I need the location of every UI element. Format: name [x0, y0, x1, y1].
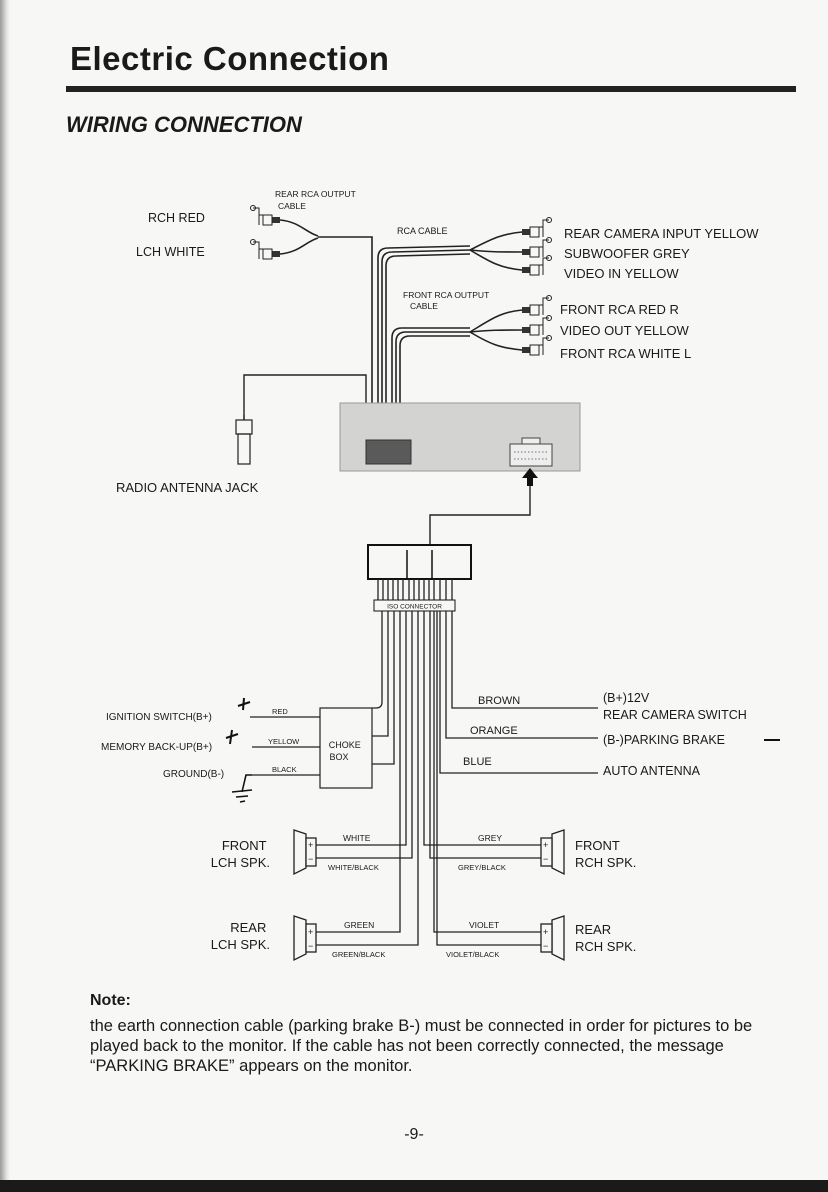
video-out-plug: [521, 315, 552, 336]
rear-camera-switch-label: REAR CAMERA SWITCH: [603, 708, 747, 722]
page-bottom-edge: [0, 1180, 828, 1192]
rear-camera-input-label: REAR CAMERA INPUT YELLOW: [564, 226, 759, 241]
wire-white-label: WHITE: [343, 833, 371, 843]
video-in-plug: [521, 255, 552, 276]
rear-rch-spk-label: REAR RCH SPK.: [575, 922, 636, 954]
b-plus-12v-label: (B+)12V: [603, 691, 650, 705]
iso-socket-icon: [509, 437, 553, 467]
plus-icon: [225, 729, 239, 745]
video-in-label: VIDEO IN YELLOW: [564, 266, 679, 281]
radio-antenna-jack-label: RADIO ANTENNA JACK: [116, 480, 259, 495]
lch-white-plug: [250, 239, 281, 260]
iso-connector: [367, 544, 472, 612]
svg-text:−: −: [308, 854, 313, 864]
plus-icon: [237, 697, 251, 711]
speaker-icon: [540, 829, 565, 876]
svg-text:+: +: [308, 927, 313, 937]
front-rca-white-label: FRONT RCA WHITE L: [560, 346, 691, 361]
rear-output-cable-label: REAR RCA OUTPUT CABLE: [275, 189, 358, 211]
rca-wiring: [243, 219, 531, 545]
front-rch-spk-label: FRONT RCH SPK.: [575, 838, 636, 870]
svg-text:−: −: [543, 941, 548, 951]
wire-green-black-label: GREEN/BLACK: [332, 950, 385, 959]
wire-black-label: BLACK: [272, 765, 297, 774]
rch-red-label: RCH RED: [148, 211, 205, 225]
svg-text:−: −: [543, 854, 548, 864]
wire-violet-label: VIOLET: [469, 920, 499, 930]
lch-white-label: LCH WHITE: [136, 245, 205, 259]
ground-icon: [231, 774, 253, 803]
polarity-marks: + − + − + − + −: [308, 840, 548, 951]
svg-text:+: +: [543, 927, 548, 937]
auto-antenna-label: AUTO ANTENNA: [603, 764, 701, 778]
wire-brown-label: BROWN: [478, 695, 520, 707]
front-rca-red-plug: [521, 295, 552, 316]
rear-lch-spk-label: REAR LCH SPK.: [211, 920, 270, 952]
speaker-icon: [293, 829, 317, 876]
rca-cable-label: RCA CABLE: [397, 226, 448, 236]
title-rule: [66, 86, 796, 92]
svg-text:+: +: [543, 840, 548, 850]
section-subtitle: WIRING CONNECTION: [66, 112, 302, 137]
note-text: the earth connection cable (parking brak…: [90, 1017, 753, 1075]
subwoofer-label: SUBWOOFER GREY: [564, 246, 690, 261]
antenna-plug-icon: [235, 415, 253, 465]
choke-box-label: CHOKE BOX: [329, 740, 364, 762]
rear-camera-plug: [521, 217, 552, 238]
front-rca-white-plug: [521, 335, 552, 356]
speaker-icon: [293, 915, 317, 962]
wire-grey-label: GREY: [478, 833, 502, 843]
wire-orange-label: ORANGE: [470, 725, 518, 737]
ignition-switch-label: IGNITION SWITCH(B+): [106, 712, 212, 723]
parking-brake-label: (B-)PARKING BRAKE: [603, 733, 725, 747]
front-lch-spk-label: FRONT LCH SPK.: [211, 838, 270, 870]
wire-grey-black-label: GREY/BLACK: [458, 863, 506, 872]
subwoofer-plug: [521, 237, 552, 258]
page-binding-edge: [0, 0, 10, 1192]
ground-label: GROUND(B-): [163, 769, 224, 780]
wire-blue-label: BLUE: [463, 756, 492, 768]
front-rca-red-label: FRONT RCA RED R: [560, 302, 679, 317]
wire-green-label: GREEN: [344, 920, 374, 930]
rca-port: [365, 439, 412, 465]
wire-violet-black-label: VIOLET/BLACK: [446, 950, 499, 959]
memory-backup-label: MEMORY BACK-UP(B+): [101, 742, 212, 753]
rch-red-plug: [250, 205, 281, 226]
wire-yellow-label: YELLOW: [268, 737, 300, 746]
note-title: Note:: [90, 992, 131, 1009]
page-number: -9-: [404, 1126, 424, 1143]
wire-red-label: RED: [272, 707, 288, 716]
page-title: Electric Connection: [70, 40, 390, 77]
choke-box: [319, 707, 373, 789]
svg-text:−: −: [308, 941, 313, 951]
svg-text:+: +: [308, 840, 313, 850]
wire-white-black-label: WHITE/BLACK: [328, 863, 379, 872]
speaker-icon: [540, 915, 565, 962]
head-unit: [339, 402, 581, 472]
arrow-up-icon: [522, 468, 538, 486]
front-output-cable-label: FRONT RCA OUTPUT CABLE: [403, 290, 491, 311]
iso-connector-label: ISO CONNECTOR: [387, 604, 442, 611]
iso-wiring: [250, 579, 598, 946]
video-out-label: VIDEO OUT YELLOW: [560, 323, 690, 338]
